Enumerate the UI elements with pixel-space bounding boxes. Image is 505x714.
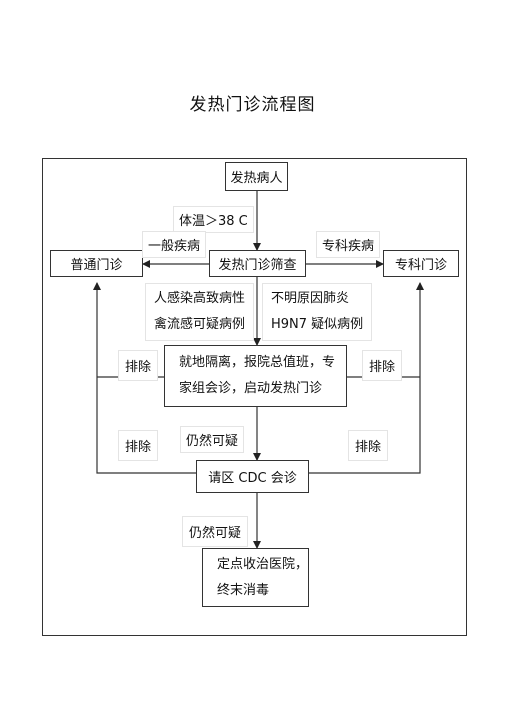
line-cdc-to-specialist bbox=[309, 282, 424, 474]
node-specialist-clinic: 专科门诊 bbox=[383, 250, 459, 277]
node-fever-screening: 发热门诊筛查 bbox=[209, 250, 306, 277]
isolation-line-1: 就地隔离，报院总值班，专 bbox=[179, 355, 336, 370]
hospital-line-2: 终末消毒 bbox=[217, 582, 270, 598]
label-exclude-right-upper: 排除 bbox=[362, 350, 403, 381]
node-fever-patient: 发热病人 bbox=[225, 162, 288, 191]
avian-line-1: 人感染高致病性 bbox=[154, 291, 246, 306]
line-cdc-to-general bbox=[93, 282, 196, 474]
label-exclude-left-lower: 排除 bbox=[118, 430, 159, 461]
label-temperature: 体温＞38 C bbox=[173, 206, 254, 233]
node-designated-hospital: 定点收治医院， 终末消毒 bbox=[202, 548, 309, 607]
label-still-suspect-lower: 仍然可疑 bbox=[182, 516, 249, 547]
node-general-clinic: 普通门诊 bbox=[50, 250, 143, 277]
node-isolation-consultation: 就地隔离，报院总值班，专 家组会诊，启动发热门诊 bbox=[164, 345, 347, 407]
label-exclude-right-lower: 排除 bbox=[348, 430, 389, 461]
pneumonia-line-2: H9N7 疑似病例 bbox=[271, 317, 364, 332]
isolation-line-2: 家组会诊，启动发热门诊 bbox=[179, 381, 323, 396]
hospital-line-1: 定点收治医院， bbox=[217, 556, 309, 572]
label-avian-flu: 人感染高致病性 禽流感可疑病例 bbox=[145, 283, 255, 341]
avian-line-2: 禽流感可疑病例 bbox=[154, 317, 246, 332]
label-exclude-left-upper: 排除 bbox=[118, 350, 159, 381]
label-general-disease: 一般疾病 bbox=[142, 231, 207, 258]
label-unknown-pneumonia: 不明原因肺炎 H9N7 疑似病例 bbox=[262, 283, 373, 341]
node-cdc-consultation: 请区 CDC 会诊 bbox=[196, 460, 309, 493]
label-specialist-disease: 专科疾病 bbox=[316, 231, 381, 258]
label-still-suspect-upper: 仍然可疑 bbox=[180, 426, 245, 453]
page-title: 发热门诊流程图 bbox=[189, 95, 316, 115]
pneumonia-line-1: 不明原因肺炎 bbox=[271, 291, 350, 306]
flowchart-frame bbox=[42, 158, 467, 636]
